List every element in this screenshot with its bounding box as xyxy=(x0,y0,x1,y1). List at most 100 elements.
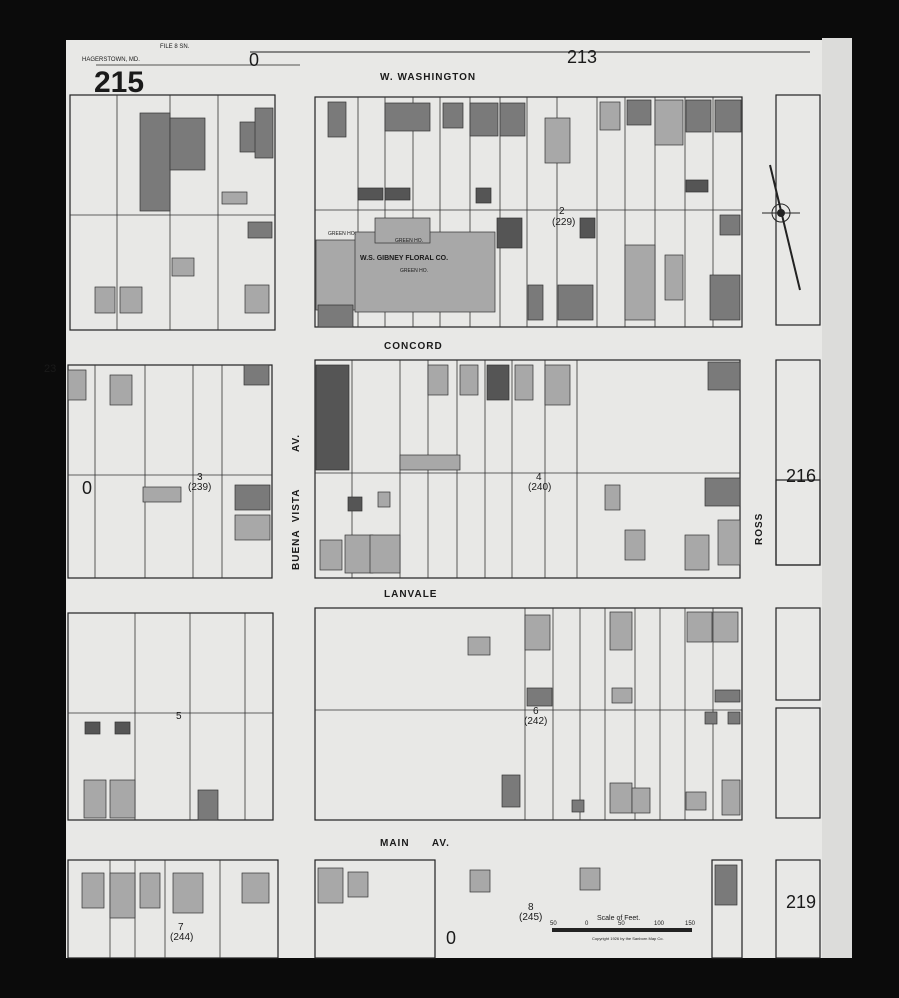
north-arrow-icon xyxy=(762,164,801,291)
building-footprint xyxy=(544,117,571,164)
map-paper-strip xyxy=(822,38,852,958)
building-footprint xyxy=(579,217,596,239)
building-footprint xyxy=(526,687,553,707)
building-footprint xyxy=(685,179,709,193)
building-footprint xyxy=(234,484,271,511)
building-footprint xyxy=(571,799,585,813)
sheet-number: 215 xyxy=(94,66,144,99)
block-number: 8 xyxy=(528,902,534,913)
building-footprint xyxy=(609,782,633,814)
building-footprint xyxy=(719,214,741,236)
building-footprint xyxy=(169,117,206,171)
building-footprint xyxy=(317,304,354,328)
city-block xyxy=(67,612,274,821)
building-footprint xyxy=(247,221,273,239)
greenhouse-label: GREEN HO. xyxy=(328,231,356,237)
block-number: 7 xyxy=(178,922,184,933)
building-footprint xyxy=(427,364,449,396)
scale-tick: 50 xyxy=(550,921,557,927)
building-footprint xyxy=(704,711,718,725)
building-footprint xyxy=(139,872,161,909)
scale-title: Scale of Feet. xyxy=(597,915,640,922)
city-block xyxy=(775,707,821,819)
building-footprint xyxy=(81,872,105,909)
street-ross: ROSS xyxy=(754,513,765,545)
building-footprint xyxy=(399,454,461,471)
city-block xyxy=(314,607,743,821)
city-label: HAGERSTOWN, MD. xyxy=(82,57,140,63)
block-number: 3 xyxy=(197,472,203,483)
building-footprint xyxy=(109,872,136,919)
building-footprint xyxy=(714,99,742,133)
building-footprint xyxy=(442,102,464,129)
city-block xyxy=(69,94,276,331)
building-footprint xyxy=(714,689,741,703)
building-footprint xyxy=(197,789,219,821)
city-block xyxy=(775,859,821,959)
building-footprint xyxy=(469,869,491,893)
city-block xyxy=(775,479,821,566)
city-block xyxy=(314,96,743,328)
scale-tick: 150 xyxy=(685,921,696,927)
building-footprint xyxy=(631,787,651,814)
block-ref: (245) xyxy=(519,912,542,923)
building-footprint xyxy=(727,711,741,725)
city-block xyxy=(775,607,821,701)
building-footprint xyxy=(254,107,274,159)
scale-tick: 0 xyxy=(585,921,589,927)
building-footprint xyxy=(712,611,739,643)
street-buena-vista-av: AV. xyxy=(291,434,302,452)
building-footprint xyxy=(354,231,496,313)
building-footprint xyxy=(496,217,523,249)
building-footprint xyxy=(514,364,534,401)
zero-mark: 0 xyxy=(249,50,259,70)
building-footprint xyxy=(327,101,347,138)
building-footprint xyxy=(654,99,684,146)
building-footprint xyxy=(234,514,271,541)
building-footprint xyxy=(624,244,656,321)
building-footprint xyxy=(527,284,544,321)
building-footprint xyxy=(611,687,633,704)
scale-tick: 50 xyxy=(618,921,625,927)
building-footprint xyxy=(83,779,107,819)
building-footprint xyxy=(686,611,713,643)
building-footprint xyxy=(172,872,204,914)
building-footprint xyxy=(384,102,431,132)
block-ref: (240) xyxy=(528,482,551,493)
building-footprint xyxy=(347,871,369,898)
block-ref: (242) xyxy=(524,716,547,727)
building-footprint xyxy=(357,187,384,201)
building-footprint xyxy=(501,774,521,808)
file-note: FILE 8 SN. xyxy=(160,44,190,50)
building-footprint xyxy=(109,374,133,406)
building-footprint xyxy=(67,369,87,401)
building-footprint xyxy=(94,286,116,314)
street-lanvale: LANVALE xyxy=(384,589,437,600)
building-footprint xyxy=(119,286,143,314)
adjacent-sheet-bottom-right: 219 xyxy=(786,892,816,912)
building-footprint xyxy=(685,791,707,811)
building-footprint xyxy=(171,257,195,277)
city-block xyxy=(711,859,743,959)
building-footprint xyxy=(604,484,621,511)
block-ref: (229) xyxy=(552,217,575,228)
buildings xyxy=(67,99,742,919)
zero-mark: 0 xyxy=(446,928,456,948)
building-footprint xyxy=(717,519,741,566)
building-footprint xyxy=(317,867,344,904)
building-footprint xyxy=(467,636,491,656)
block-number: 5 xyxy=(176,711,182,722)
block-ref: (239) xyxy=(188,482,211,493)
building-footprint xyxy=(609,611,633,651)
building-footprint xyxy=(319,539,343,571)
city-block xyxy=(775,94,821,326)
building-footprint xyxy=(469,102,499,137)
building-footprint xyxy=(241,872,270,904)
building-footprint xyxy=(544,364,571,406)
building-footprint xyxy=(142,486,182,503)
building-footprint xyxy=(377,491,391,508)
block-number: 4 xyxy=(536,472,542,483)
greenhouse-label: GREEN HO. xyxy=(395,238,423,244)
greenhouse-label: GREEN HO. xyxy=(400,268,428,274)
